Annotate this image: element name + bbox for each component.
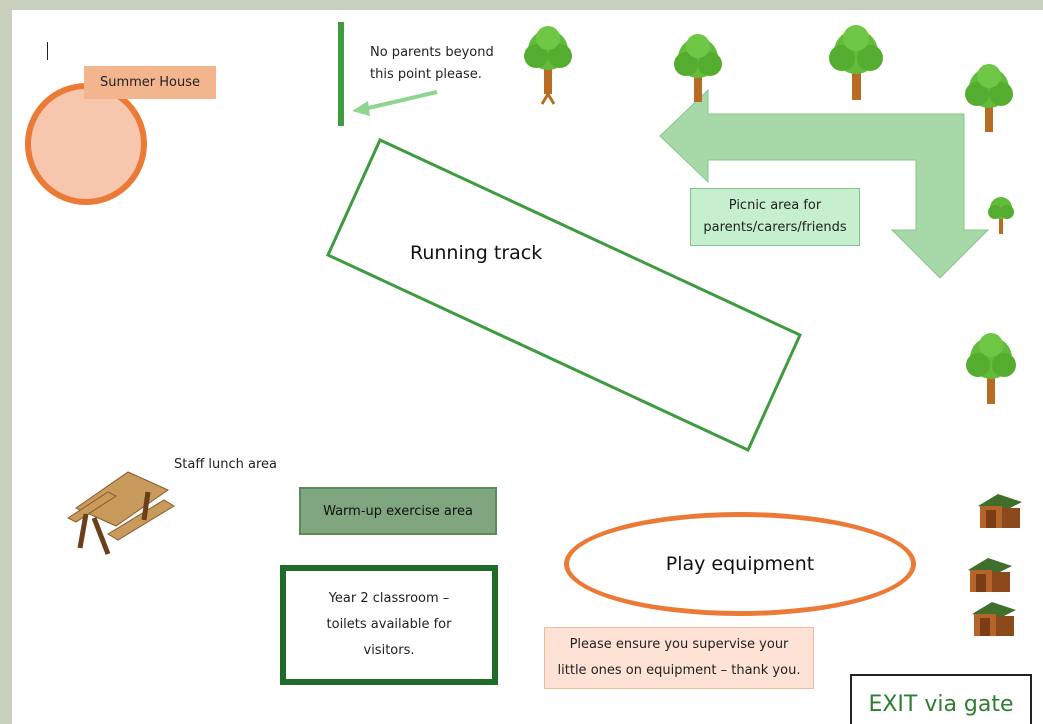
year2-line-2: toilets available for <box>326 617 452 632</box>
barrier-line <box>338 22 344 126</box>
shed-icon <box>972 602 1016 636</box>
shed-icon <box>968 558 1012 592</box>
tree-icon <box>988 197 1014 234</box>
year2-line-1: Year 2 classroom – <box>328 591 450 606</box>
supervise-line-2: little ones on equipment – thank you. <box>557 663 801 678</box>
tree-icon <box>829 25 883 100</box>
supervise-line-1: Please ensure you supervise your <box>569 637 789 652</box>
barrier-arrow <box>352 90 438 116</box>
running-track-rect <box>326 138 802 452</box>
year2-classroom-box: Year 2 classroom – toilets available for… <box>280 565 498 685</box>
map-graphics <box>66 22 1022 636</box>
picnic-line-1: Picnic area for <box>728 198 822 213</box>
staff-lunch-label: Staff lunch area <box>174 457 278 472</box>
running-track-label: Running track <box>410 242 543 264</box>
shed-icon <box>978 494 1022 528</box>
no-parents-note: No parents beyond this point please. <box>370 42 515 86</box>
picnic-arrow <box>659 88 990 279</box>
year2-line-3: visitors. <box>363 643 415 658</box>
picnic-area-label: Picnic area for parents/carers/friends <box>690 188 860 246</box>
warmup-area-label: Warm-up exercise area <box>299 487 497 535</box>
picnic-table-icon <box>66 471 175 555</box>
play-equipment-ellipse <box>564 512 916 616</box>
exit-gate-sign: EXIT via gate <box>850 674 1032 724</box>
text-cursor <box>47 42 48 60</box>
play-equipment-label: Play equipment <box>665 553 815 575</box>
tree-icon <box>966 333 1016 404</box>
no-parents-line-2: this point please. <box>370 67 482 82</box>
tree-icon <box>965 64 1013 132</box>
summer-house-circle <box>25 83 147 205</box>
summer-house-label: Summer House <box>84 66 216 99</box>
map-page: Summer House <box>12 10 1043 724</box>
tree-icon <box>674 34 722 102</box>
supervise-note: Please ensure you supervise your little … <box>544 627 814 689</box>
no-parents-line-1: No parents beyond <box>370 45 494 60</box>
tree-icon <box>524 26 572 105</box>
picnic-line-2: parents/carers/friends <box>703 220 847 235</box>
